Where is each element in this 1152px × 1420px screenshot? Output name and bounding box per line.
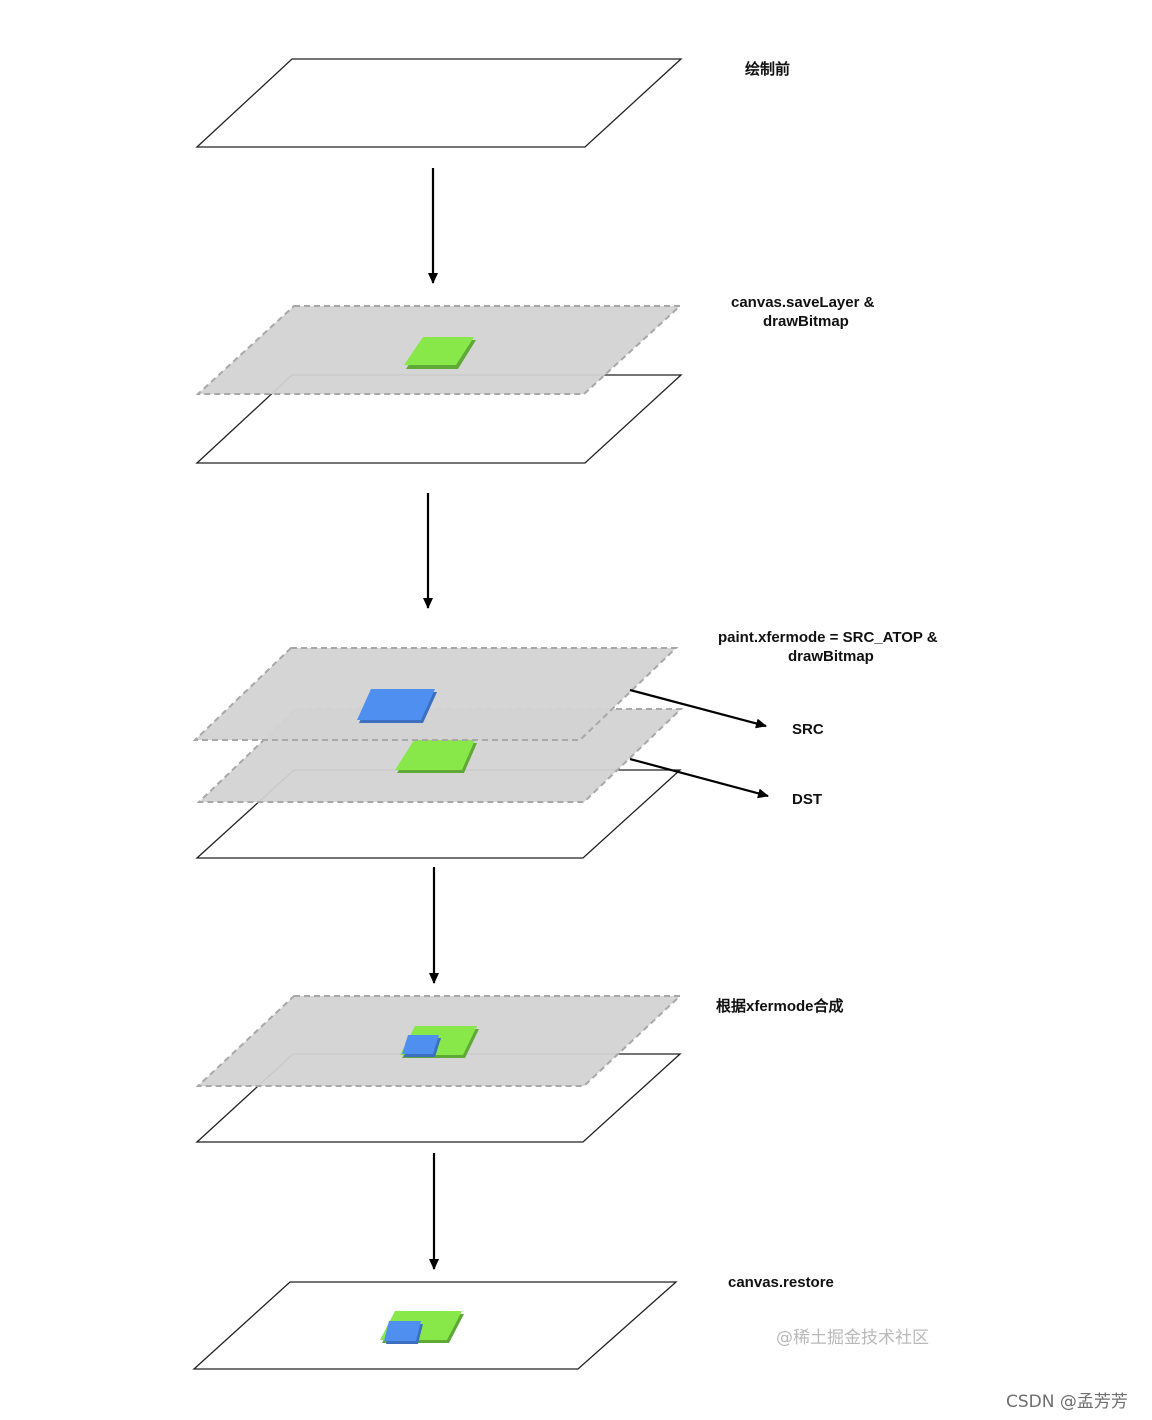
src-label: SRC	[792, 721, 824, 738]
step-save-layer: canvas.saveLayer & drawBitmap	[195, 294, 875, 464]
step-save-layer-label: drawBitmap	[763, 313, 849, 330]
blue-bitmap-src	[402, 1035, 439, 1054]
step-save-layer-label: canvas.saveLayer &	[731, 294, 875, 311]
dst-pointer-arrow	[629, 757, 769, 799]
step-composite: 根据xfermode合成	[195, 995, 844, 1143]
dst-label: DST	[792, 791, 822, 808]
watermark-text: @稀土掘金技术社区	[776, 1328, 929, 1348]
blue-bitmap-src	[357, 689, 435, 720]
step-xfermode: paint.xfermode = SRC_ATOP & drawBitmap S…	[192, 629, 938, 859]
green-bitmap-dst	[404, 337, 474, 365]
step-xfermode-label: drawBitmap	[788, 648, 874, 665]
step-xfermode-label: paint.xfermode = SRC_ATOP &	[718, 629, 938, 646]
canvas-plane	[195, 58, 683, 148]
green-bitmap-dst	[395, 740, 475, 770]
footer-credit: CSDN @孟芳芳	[1006, 1392, 1128, 1412]
step-restore-label: canvas.restore	[728, 1274, 834, 1291]
blue-bitmap-result	[384, 1321, 421, 1341]
src-pointer-arrow	[629, 688, 767, 729]
step-before-draw: 绘制前	[195, 58, 790, 148]
step-before-draw-label: 绘制前	[745, 60, 790, 78]
step-restore: canvas.restore	[192, 1274, 834, 1370]
step-composite-label: 根据xfermode合成	[716, 997, 844, 1015]
